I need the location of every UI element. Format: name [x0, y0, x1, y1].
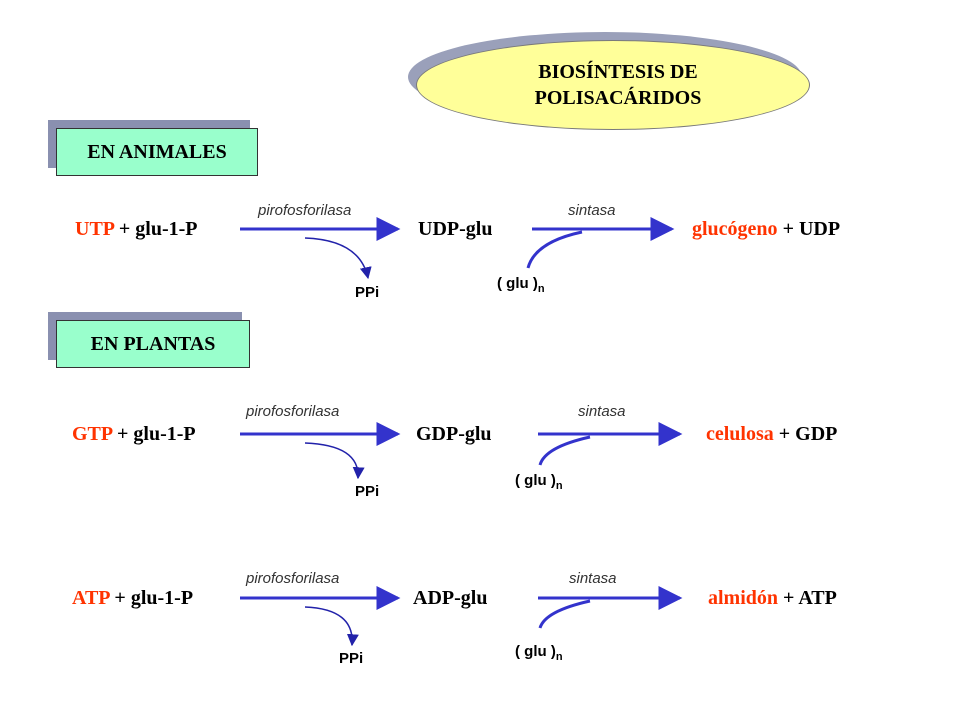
substrate-label: + glu-1-P [113, 218, 198, 240]
primer-text: ( glu ) [515, 643, 556, 660]
byproduct-label: PPi [339, 650, 364, 667]
enzyme-label: pirofosforilasa [246, 403, 340, 420]
arrow-glu-n-3 [538, 599, 591, 629]
arrow-ppi-1 [304, 237, 372, 280]
substrate-label: + glu-1-P [112, 423, 196, 445]
products: celulosa + GDP [706, 422, 837, 446]
intermediate-label: ADP-glu [413, 587, 488, 609]
primer-text: ( glu ) [497, 275, 538, 292]
enzyme-label: pirofosforilasa [246, 570, 340, 587]
enzyme-label: sintasa [569, 570, 617, 587]
substrate-label: + glu-1-P [109, 587, 194, 609]
section-animals-label: EN ANIMALES [56, 128, 258, 176]
primer-text: ( glu ) [515, 472, 556, 489]
reactants: GTP + glu-1-P [72, 422, 196, 446]
arrow-ppi-2 [304, 442, 365, 480]
product-label: celulosa [706, 423, 774, 445]
enzyme-label: sintasa [578, 403, 626, 420]
intermediate-label: GDP-glu [416, 423, 492, 445]
primer-subscript: n [537, 283, 545, 295]
enzyme-label: pirofosforilasa [258, 202, 352, 219]
reactants: ATP + glu-1-P [72, 586, 193, 610]
intermediate-label: UDP-glu [418, 218, 493, 240]
title-ellipse: BIOSÍNTESIS DE POLISACÁRIDOS [416, 40, 810, 130]
product-label: glucógeno [692, 218, 778, 240]
title-line-2: POLISACÁRIDOS [534, 87, 702, 109]
primer-label: ( glu )n [515, 643, 563, 663]
section-plants-label: EN PLANTAS [56, 320, 250, 368]
products: glucógeno + UDP [692, 217, 840, 241]
primer-label: ( glu )n [497, 275, 545, 295]
arrow-glu-n-1 [526, 230, 583, 269]
products: almidón + ATP [708, 586, 837, 610]
nucleotide-label: ATP [72, 587, 110, 609]
product-label: almidón [708, 587, 779, 609]
nucleotide-label: UTP [75, 218, 114, 240]
nucleotide-label: GTP [72, 423, 113, 445]
primer-label: ( glu )n [515, 472, 563, 492]
product-rest-label: + UDP [777, 218, 841, 240]
byproduct-label: PPi [355, 483, 380, 500]
product-rest-label: + ATP [778, 587, 837, 609]
title-line-1: BIOSÍNTESIS DE [538, 61, 698, 83]
arrow-ppi-3 [304, 606, 359, 647]
arrow-glu-n-2 [538, 435, 591, 466]
product-rest-label: + GDP [773, 423, 838, 445]
enzyme-label: sintasa [568, 202, 616, 219]
reactants: UTP + glu-1-P [75, 217, 198, 241]
primer-subscript: n [555, 651, 563, 663]
byproduct-label: PPi [355, 284, 380, 301]
primer-subscript: n [555, 480, 563, 492]
